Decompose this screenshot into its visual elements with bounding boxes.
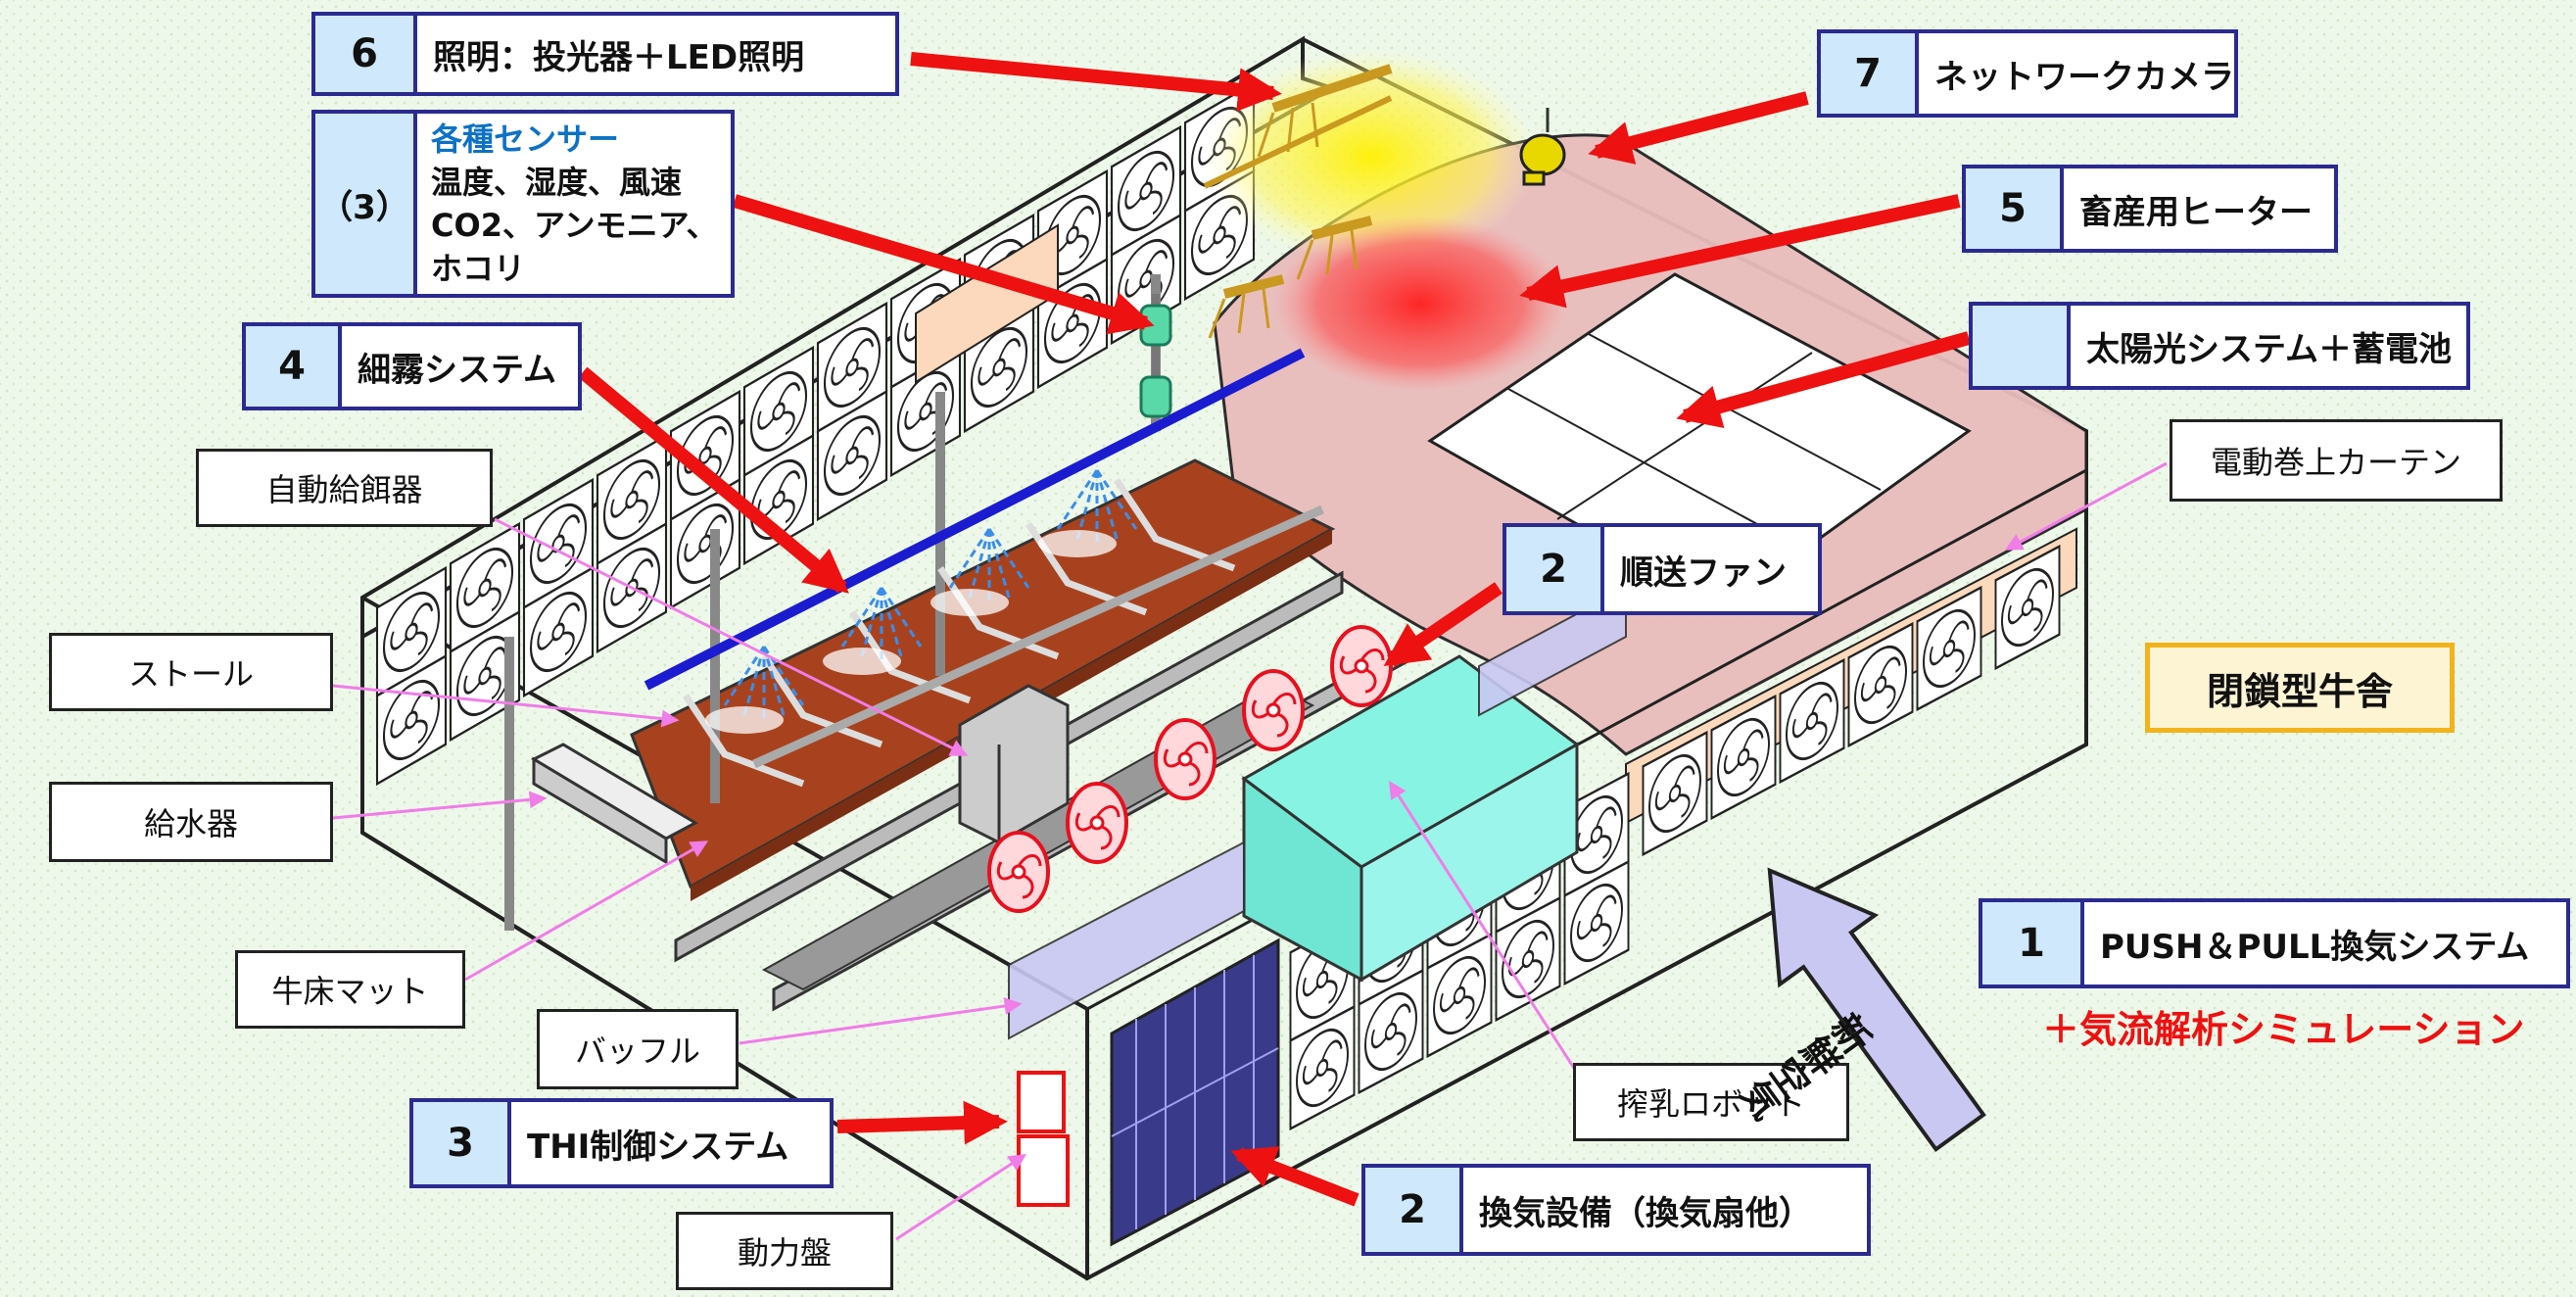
callout-text: THI制御システム bbox=[527, 1127, 789, 1167]
label-cow-bed-mat: 牛床マット bbox=[235, 950, 465, 1029]
callout-thi-control: 3 THI制御システム bbox=[409, 1098, 834, 1188]
label-water-feeder: 給水器 bbox=[49, 782, 333, 862]
leader-lines bbox=[332, 461, 2168, 1241]
label-baffle: バッフル bbox=[537, 1009, 739, 1089]
sensor-unit-top bbox=[1139, 304, 1172, 347]
feeder-box bbox=[958, 684, 1070, 844]
callout-text: 細霧システム bbox=[358, 350, 556, 390]
callout-number: 3 bbox=[413, 1102, 511, 1184]
callout-text: 照明：投光器＋LED照明 bbox=[433, 37, 805, 77]
callout-number bbox=[1973, 306, 2071, 386]
callout-text: 畜産用ヒーター bbox=[2079, 192, 2313, 232]
callout-lighting: 6 照明：投光器＋LED照明 bbox=[311, 12, 899, 96]
callout-number: 5 bbox=[1966, 168, 2064, 249]
label-milking-robot: 搾乳ロボット bbox=[1573, 1063, 1849, 1141]
heater-glow bbox=[1273, 216, 1567, 392]
front-wall bbox=[1085, 467, 2088, 1281]
subtitle-airflow-simulation: ＋気流解析シミュレーション bbox=[2042, 1008, 2525, 1051]
callout-text: 換気設備（換気扇他） bbox=[1479, 1193, 1812, 1233]
callout-number: 7 bbox=[1821, 33, 1919, 114]
callout-sensors: （3） 各種センサー 温度、湿度、風速 CO2、アンモニア、 ホコリ bbox=[311, 110, 735, 298]
callout-text: 順送ファン bbox=[1620, 552, 1787, 593]
title-closed-barn: 閉鎖型牛舎 bbox=[2145, 643, 2455, 733]
sensor-text: 各種センサー 温度、湿度、風速 CO2、アンモニア、 ホコリ bbox=[417, 114, 717, 294]
mist-pipe bbox=[644, 348, 1306, 691]
callout-number: 6 bbox=[315, 16, 417, 92]
label-power-panel: 動力盤 bbox=[676, 1212, 893, 1290]
label-electric-curtain: 電動巻上カーテン bbox=[2170, 419, 2503, 502]
callout-number: 2 bbox=[1506, 527, 1604, 611]
sensor-line-1: 温度、湿度、風速 bbox=[431, 164, 683, 201]
callout-ventilation: 2 換気設備（換気扇他） bbox=[1361, 1164, 1871, 1256]
label-stall: ストール bbox=[49, 633, 333, 711]
fresh-air-arrow bbox=[1767, 867, 1986, 1153]
callout-mist-system: 4 細霧システム bbox=[242, 322, 582, 410]
label-auto-feeder: 自動給餌器 bbox=[196, 449, 493, 527]
power-panel-top bbox=[1017, 1071, 1066, 1133]
callout-number: 2 bbox=[1365, 1168, 1463, 1252]
callout-number: 1 bbox=[1982, 902, 2084, 985]
callout-circulation-fan: 2 順送ファン bbox=[1503, 523, 1822, 615]
sensor-title: 各種センサー bbox=[431, 120, 620, 158]
sensor-line-3: ホコリ bbox=[431, 250, 526, 287]
callout-push-pull: 1 PUSH＆PULL換気システム bbox=[1979, 898, 2570, 988]
callout-text: 太陽光システム＋蓄電池 bbox=[2086, 329, 2452, 369]
network-camera-icon bbox=[1519, 108, 1566, 186]
callout-arrows bbox=[578, 52, 1971, 1207]
callout-heater: 5 畜産用ヒーター bbox=[1962, 165, 2338, 253]
callout-number: （3） bbox=[315, 114, 417, 294]
callout-solar: 太陽光システム＋蓄電池 bbox=[1969, 302, 2470, 390]
callout-text: PUSH＆PULL換気システム bbox=[2100, 927, 2530, 967]
power-panel-bottom bbox=[1017, 1134, 1070, 1207]
sensor-line-2: CO2、アンモニア、 bbox=[431, 207, 718, 244]
callout-number: 4 bbox=[246, 326, 342, 407]
callout-text: ネットワークカメラ bbox=[1934, 57, 2234, 97]
callout-network-camera: 7 ネットワークカメラ bbox=[1817, 29, 2238, 118]
sensor-unit-bottom bbox=[1139, 375, 1172, 418]
lighting-fixtures bbox=[1222, 64, 1393, 299]
